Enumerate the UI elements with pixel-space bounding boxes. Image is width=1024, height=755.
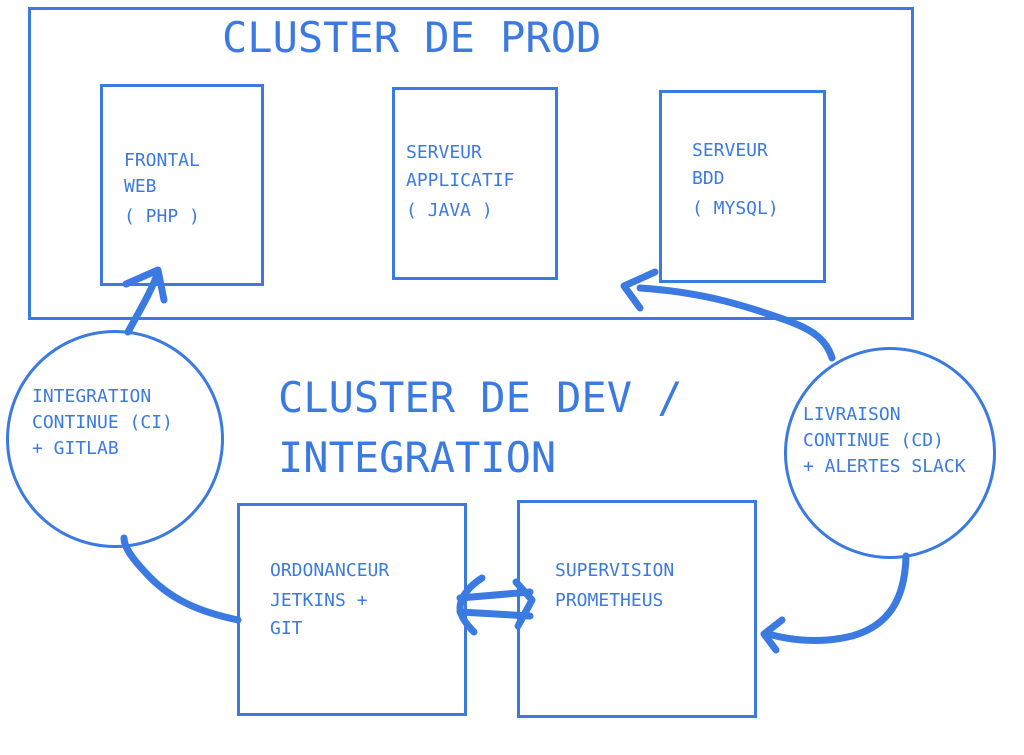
db-server-line3: ( MYSQL)	[692, 198, 779, 219]
scheduler-line3: GIT	[270, 618, 303, 639]
ci-circle	[6, 330, 224, 548]
frontal-web-box	[100, 84, 264, 286]
frontal-web-line1: FRONTAL	[124, 150, 200, 171]
dev-cluster-title-line2: INTEGRATION	[278, 433, 557, 482]
app-server-line2: APPLICATIF	[406, 170, 515, 191]
scheduler-line2: JETKINS +	[270, 590, 368, 611]
prod-cluster-title: CLUSTER DE PROD	[222, 13, 602, 62]
dev-cluster-title-line1: CLUSTER DE DEV /	[278, 373, 683, 422]
db-server-box	[659, 90, 826, 283]
monitoring-line2: PROMETHEUS	[555, 590, 664, 611]
cd-line3: + ALERTES SLACK	[803, 456, 966, 477]
app-server-box	[392, 87, 558, 280]
app-server-line3: ( JAVA )	[406, 200, 493, 221]
monitoring-line1: SUPERVISION	[555, 560, 675, 581]
db-server-line1: SERVEUR	[692, 140, 768, 161]
app-server-line1: SERVEUR	[406, 142, 482, 163]
scheduler-line1: ORDONANCEUR	[270, 560, 390, 581]
ci-line1: INTEGRATION	[32, 386, 152, 407]
frontal-web-line3: ( PHP )	[124, 206, 200, 227]
prod-cluster-box	[28, 7, 914, 320]
cd-to-monitoring-curve	[764, 552, 910, 644]
cd-line2: CONTINUE (CD)	[803, 430, 944, 451]
cd-to-monitoring-arrowhead	[760, 616, 786, 654]
ci-line3: + GITLAB	[32, 438, 119, 459]
db-server-line2: BDD	[692, 168, 725, 189]
cd-line1: LIVRAISON	[803, 404, 901, 425]
frontal-web-line2: WEB	[124, 176, 157, 197]
scheduler-to-ci-curve	[120, 534, 242, 624]
ci-line2: CONTINUE (CI)	[32, 412, 173, 433]
